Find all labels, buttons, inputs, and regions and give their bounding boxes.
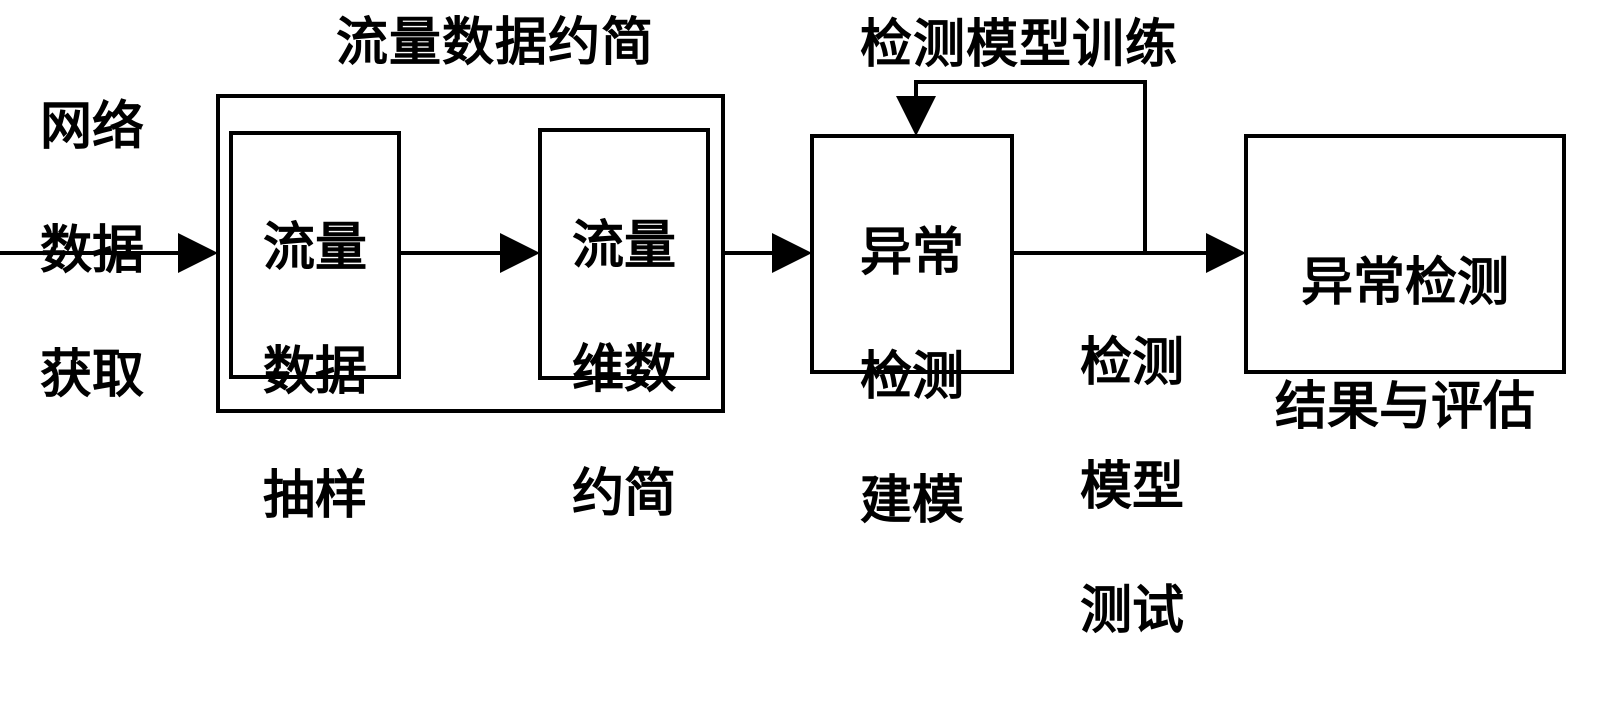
box-modeling-text: 异常 检测 建模 (852, 160, 972, 594)
box-sampling-line: 流量 (262, 218, 367, 278)
box-modeling-line: 建模 (859, 471, 964, 531)
testing-label-line: 检测 (1079, 333, 1184, 393)
box-modeling-line: 异常 (859, 223, 964, 283)
group-title: 流量数据约简 (336, 13, 655, 73)
box-reduction-line: 约简 (571, 464, 676, 524)
input-label-line: 网络 (39, 97, 144, 157)
training-feedback-loop (896, 80, 1147, 253)
box-modeling-line: 检测 (859, 347, 964, 407)
box-result-line: 结果与评估 (1274, 377, 1535, 437)
training-label: 检测模型训练 (860, 15, 1179, 75)
box-result-line: 异常检测 (1300, 253, 1509, 313)
input-label-line: 获取 (39, 345, 144, 405)
box-sampling-text: 流量 数据 抽样 (255, 155, 375, 589)
box-dimension-reduction (538, 128, 710, 380)
testing-label-line: 模型 (1079, 457, 1184, 517)
box-reduction-line: 维数 (571, 340, 676, 400)
input-label-line: 数据 (39, 221, 144, 281)
testing-label: 检测 模型 测试 (1072, 270, 1192, 704)
box-result-evaluation (1244, 134, 1566, 374)
input-label: 网络 数据 获取 (32, 34, 152, 468)
box-reduction-text: 流量 维数 约简 (564, 153, 684, 587)
flow-diagram (0, 80, 1566, 413)
box-sampling-line: 数据 (262, 342, 367, 402)
box-reduction-line: 流量 (571, 216, 676, 276)
box-sampling-line: 抽样 (262, 466, 367, 526)
testing-label-line: 测试 (1079, 581, 1184, 641)
box-result-text: 异常检测 结果与评估 (1255, 190, 1555, 500)
